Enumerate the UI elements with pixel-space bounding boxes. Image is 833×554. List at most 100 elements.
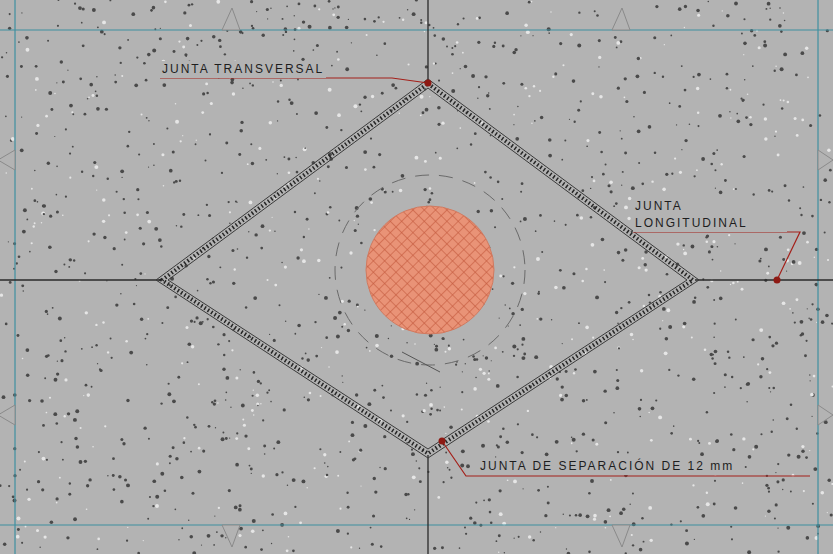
aggregate-speck (489, 176, 492, 179)
aggregate-speck (743, 155, 746, 158)
aggregate-speck (285, 321, 286, 322)
aggregate-speck (269, 229, 271, 231)
aggregate-speck (473, 521, 477, 525)
aggregate-speck (726, 87, 729, 90)
aggregate-speck (390, 410, 392, 412)
aggregate-speck (303, 236, 305, 238)
aggregate-speck (146, 211, 149, 214)
aggregate-speck (152, 479, 156, 483)
aggregate-speck (691, 245, 695, 249)
aggregate-speck (780, 30, 783, 33)
aggregate-speck (35, 65, 38, 68)
aggregate-speck (505, 304, 506, 305)
aggregate-speck (827, 259, 829, 261)
aggregate-speck (759, 375, 762, 378)
aggregate-speck (644, 268, 647, 271)
aggregate-speck (185, 55, 187, 57)
aggregate-speck (102, 198, 105, 201)
aggregate-speck (655, 399, 657, 401)
aggregate-speck (730, 89, 732, 91)
aggregate-speck (767, 510, 770, 513)
aggregate-speck (681, 65, 683, 67)
aggregate-speck (575, 514, 578, 517)
aggregate-speck (676, 242, 679, 245)
aggregate-speck (727, 351, 730, 354)
aggregate-speck (19, 469, 21, 471)
aggregate-speck (282, 34, 284, 36)
aggregate-speck (809, 374, 810, 375)
aggregate-speck (554, 72, 557, 75)
aggregate-speck (278, 304, 280, 306)
aggregate-speck (276, 440, 280, 444)
aggregate-speck (371, 543, 374, 546)
aggregate-speck (234, 268, 236, 270)
aggregate-speck (370, 527, 372, 529)
aggregate-speck (193, 424, 195, 426)
aggregate-speck (43, 536, 46, 539)
aggregate-speck (599, 95, 603, 99)
aggregate-speck (562, 286, 566, 290)
aggregate-speck (121, 75, 123, 77)
aggregate-speck (766, 368, 768, 370)
aggregate-speck (317, 178, 319, 180)
aggregate-speck (85, 311, 88, 314)
aggregate-speck (775, 342, 778, 345)
aggregate-speck (610, 190, 613, 193)
aggregate-speck (349, 251, 352, 254)
aggregate-speck (11, 137, 15, 141)
aggregate-speck (359, 548, 360, 549)
aggregate-speck (251, 162, 254, 165)
aggregate-speck (451, 89, 455, 93)
aggregate-speck (340, 267, 342, 269)
aggregate-speck (235, 377, 238, 380)
aggregate-speck (143, 427, 146, 430)
aggregate-speck (164, 489, 167, 492)
aggregate-speck (200, 40, 202, 42)
aggregate-speck (712, 240, 715, 243)
aggregate-speck (478, 86, 480, 88)
aggregate-speck (792, 312, 794, 314)
aggregate-speck (237, 248, 239, 250)
aggregate-speck (517, 106, 518, 107)
aggregate-speck (56, 194, 58, 196)
aggregate-speck (337, 58, 340, 61)
aggregate-speck (272, 81, 274, 83)
aggregate-speck (21, 12, 22, 13)
aggregate-speck (547, 27, 551, 31)
aggregate-speck (752, 193, 754, 195)
aggregate-speck (547, 486, 549, 488)
aggregate-speck (264, 453, 266, 455)
aggregate-speck (373, 389, 376, 392)
aggregate-speck (247, 447, 250, 450)
aggregate-speck (225, 141, 228, 144)
aggregate-speck (807, 308, 808, 309)
aggregate-speck (190, 535, 194, 539)
aggregate-speck (540, 531, 541, 532)
aggregate-speck (238, 534, 241, 537)
aggregate-speck (478, 16, 481, 19)
aggregate-speck (782, 489, 783, 490)
aggregate-speck (345, 67, 349, 71)
aggregate-speck (788, 199, 790, 201)
aggregate-speck (710, 245, 713, 248)
aggregate-speck (609, 515, 611, 517)
aggregate-speck (730, 284, 731, 285)
aggregate-speck (184, 53, 187, 56)
aggregate-speck (425, 21, 428, 24)
aggregate-speck (706, 492, 708, 494)
aggregate-speck (484, 75, 487, 78)
aggregate-speck (370, 201, 373, 204)
aggregate-speck (54, 93, 56, 95)
aggregate-speck (496, 384, 500, 388)
aggregate-speck (283, 156, 285, 158)
aggregate-speck (607, 184, 610, 187)
aggregate-speck (671, 173, 673, 175)
aggregate-speck (448, 345, 450, 347)
aggregate-speck (5, 323, 8, 326)
aggregate-speck (720, 163, 722, 165)
aggregate-speck (92, 446, 94, 448)
aggregate-speck (215, 427, 216, 428)
aggregate-speck (325, 336, 328, 339)
aggregate-speck (388, 338, 389, 339)
aggregate-speck (253, 390, 254, 391)
